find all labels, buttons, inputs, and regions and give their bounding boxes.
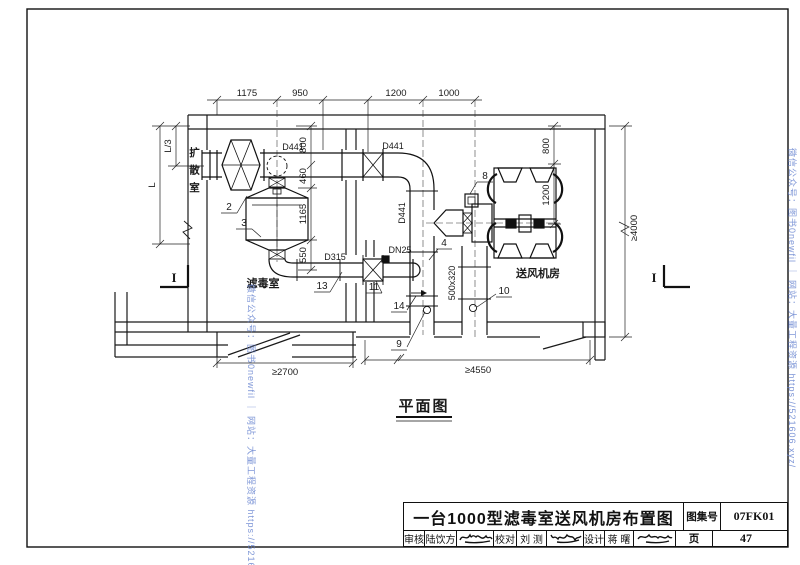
watermark-right: 微信公众号：图书0newfil ｜ 网站：大量工程资源 https://5216… — [787, 148, 797, 469]
reviewer-name: 陆饮方 — [425, 531, 457, 546]
reviewer-signature — [457, 531, 494, 546]
callout-leaders — [221, 181, 512, 351]
label-d441-vertical: D441 — [397, 202, 407, 224]
dim-top-1000: 1000 — [438, 88, 459, 99]
designer-name: 蒋 曙 — [605, 531, 634, 546]
checker-signature-scribble — [550, 533, 582, 544]
callout-9: 9 — [396, 339, 402, 350]
designer-signature-scribble — [637, 533, 673, 544]
dim-2700: ≥2700 — [272, 367, 298, 378]
filter-canister-and-d315 — [245, 177, 421, 285]
reviewer-label: 审核 — [404, 531, 425, 546]
dim-4000: ≥4000 — [629, 215, 640, 241]
filter-room-label: 滤毒室 — [247, 276, 280, 290]
dim-460: 460 — [298, 168, 309, 184]
callout-11: 11 — [369, 282, 380, 293]
label-d315: D315 — [324, 252, 346, 262]
dim-1200-right: 1200 — [541, 184, 552, 205]
callout-14: 14 — [393, 301, 405, 312]
section-marker-right — [662, 265, 690, 289]
fan-room-label: 送风机房 — [515, 266, 560, 280]
dim-800-right: 800 — [541, 138, 552, 154]
dimension-lines — [152, 95, 632, 368]
supply-ductwork — [201, 139, 493, 335]
callout-2: 2 — [226, 202, 232, 213]
label-dn25: DN25 — [388, 245, 411, 255]
supply-fan — [486, 167, 564, 259]
title-block-row-2: 审核 陆饮方 校对 刘 测 设计 蒋 曙 页 47 — [404, 531, 787, 546]
atlas-number-value: 07FK01 — [720, 503, 787, 530]
label-d441-a: D441 — [282, 142, 304, 152]
rect-riser-duct — [458, 246, 491, 335]
page-number: 47 — [712, 531, 779, 546]
dim-800-left: 800 — [298, 137, 309, 153]
section-label-left: I — [171, 270, 176, 285]
atlas-number-label: 图集号 — [683, 503, 720, 530]
centerlines — [276, 100, 560, 340]
dim-1165: 1165 — [298, 204, 309, 224]
callout-3: 3 — [241, 218, 247, 229]
callout-4: 4 — [441, 238, 447, 249]
page-label: 页 — [675, 531, 712, 546]
callout-8: 8 — [482, 171, 488, 182]
checker-signature — [547, 531, 584, 546]
designer-label: 设计 — [584, 531, 605, 546]
sheet-frame — [26, 8, 789, 548]
dim-top-1200: 1200 — [385, 88, 406, 99]
callout-10: 10 — [498, 286, 510, 297]
dim-top-1175: 1175 — [237, 88, 257, 99]
label-d441-b: D441 — [382, 141, 404, 151]
reviewer-signature-scribble — [459, 533, 493, 544]
dim-L3: L/3 — [163, 139, 174, 152]
diffusion-room-label: 扩散室 — [188, 147, 200, 200]
label-rect-duct: 500x320 — [447, 266, 457, 301]
designer-signature — [634, 531, 675, 546]
callout-13: 13 — [316, 281, 328, 292]
title-block-row-1: 一台1000型滤毒室送风机房布置图 图集号 07FK01 — [404, 503, 787, 531]
section-label-right: I — [651, 270, 656, 285]
dim-L: L — [147, 182, 158, 187]
checker-name: 刘 测 — [517, 531, 547, 546]
title-block: 一台1000型滤毒室送风机房布置图 图集号 07FK01 审核 陆饮方 校对 刘… — [403, 502, 788, 547]
watermark-middle: 微信公众号：图书0newfil ｜ 网站：大量工程资源 https://5216… — [246, 284, 256, 565]
dim-4550: ≥4550 — [465, 365, 491, 376]
view-title: 平面图 — [398, 398, 449, 415]
section-marker-left — [160, 265, 190, 289]
checker-label: 校对 — [494, 531, 517, 546]
drawing-title: 一台1000型滤毒室送风机房布置图 — [413, 510, 674, 528]
dim-top-950: 950 — [292, 88, 308, 99]
dim-550: 550 — [298, 247, 309, 263]
